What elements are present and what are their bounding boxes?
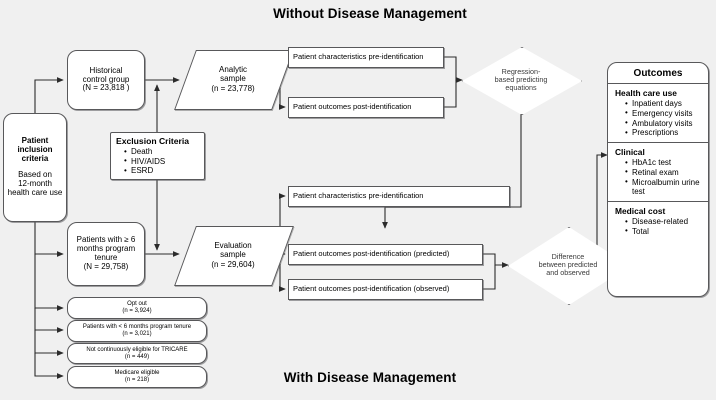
- outcome-item: Inpatient days: [625, 99, 702, 109]
- box-label: Patient outcomes post-identification (ob…: [293, 284, 450, 294]
- inclusion-sub-3: health care use: [7, 187, 63, 197]
- exclusion-item: Death: [124, 147, 200, 157]
- tenure-line-2: months program: [76, 244, 136, 254]
- pill-label: Not continuously eligible for TRICARE: [86, 346, 188, 353]
- box-patient-characteristics-pre-identification-mid[interactable]: Patient characteristics pre-identificati…: [288, 186, 510, 207]
- analytic-line-1: Analytic: [218, 65, 247, 75]
- section-list: Disease-related Total: [615, 217, 702, 237]
- pill-label: Medicare eligible: [114, 370, 160, 377]
- outcomes-section-clinical: Clinical HbA1c test Retinal exam Microal…: [608, 143, 708, 202]
- pill-not-continuously-eligible-tricare[interactable]: Not continuously eligible for TRICARE (n…: [67, 343, 207, 364]
- wire-observed-to-difference: [483, 265, 496, 290]
- inclusion-sub-1: Based on: [18, 170, 52, 179]
- header-without-disease-management: Without Disease Management: [273, 6, 467, 21]
- node-evaluation-sample[interactable]: Evaluation sample (n = 29,604): [174, 226, 294, 286]
- inclusion-line-2: inclusion: [17, 145, 53, 155]
- pill-label: Opt out: [127, 301, 147, 308]
- decision-regression-based-predicting-equations[interactable]: Regression- based predicting equations: [462, 47, 582, 115]
- inclusion-sub-2: 12-month: [18, 178, 52, 188]
- section-title: Clinical: [615, 147, 645, 157]
- node-historical-control-group[interactable]: Historical control group (N = 23,818 ): [67, 50, 145, 110]
- regression-line-3: equations: [505, 83, 537, 93]
- section-title: Medical cost: [615, 206, 666, 216]
- evaluation-line-1: Evaluation: [214, 241, 252, 251]
- node-patient-inclusion-criteria[interactable]: Patient inclusion criteria Based on 12-m…: [3, 113, 67, 222]
- outcome-item: Emergency visits: [625, 108, 702, 119]
- pill-medicare-eligible[interactable]: Medicare eligible (n = 218): [67, 366, 207, 388]
- evaluation-line-3: (n = 29,604): [211, 259, 255, 269]
- node-exclusion-criteria[interactable]: Exclusion Criteria Death HIV/AIDS ESRD: [110, 132, 205, 180]
- section-title: Health care use: [615, 88, 677, 98]
- historical-line-2: control group: [82, 74, 130, 84]
- evaluation-line-2: sample: [220, 250, 246, 260]
- outcomes-section-health-care-use: Health care use Inpatient days Emergency…: [608, 84, 708, 143]
- pill-count: (n = 218): [124, 377, 150, 383]
- exclusion-item: ESRD: [124, 166, 200, 176]
- pill-label: Patients with < 6 months program tenure: [82, 324, 192, 331]
- exclusion-criteria-title: Exclusion Criteria: [116, 136, 190, 146]
- outcome-item: HbA1c test: [625, 158, 702, 168]
- wire-inclusion-to-tricare: [34, 330, 64, 356]
- tenure-line-4: (N = 29,758): [83, 261, 129, 271]
- analytic-line-3: (n = 23,778): [211, 83, 255, 93]
- box-label: Patient characteristics pre-identificati…: [293, 191, 424, 201]
- historical-line-3: (N = 23,818 ): [82, 83, 130, 93]
- box-label: Patient characteristics pre-identificati…: [293, 52, 424, 62]
- node-analytic-sample[interactable]: Analytic sample (n = 23,778): [174, 50, 294, 110]
- wire-outpost-to-regression: [444, 80, 457, 108]
- inclusion-line-3: criteria: [21, 154, 49, 164]
- wire-predicted-to-difference: [483, 253, 509, 268]
- pill-count: (n = 449): [124, 353, 150, 360]
- panel-outcomes[interactable]: Outcomes Health care use Inpatient days …: [607, 62, 709, 297]
- difference-line-3: and observed: [546, 268, 590, 278]
- outcome-item: Microalbumin urine test: [625, 177, 702, 198]
- outcomes-section-medical-cost: Medical cost Disease-related Total: [608, 202, 708, 241]
- exclusion-item: HIV/AIDS: [124, 156, 200, 167]
- box-label: Patient outcomes post-identification (pr…: [293, 249, 450, 259]
- outcome-item: Disease-related: [625, 217, 702, 227]
- regression-line-1: Regression-: [501, 66, 541, 76]
- pill-less-than-6-months-tenure[interactable]: Patients with < 6 months program tenure …: [67, 320, 207, 342]
- outcome-item: Total: [625, 226, 702, 237]
- section-list: Inpatient days Emergency visits Ambulato…: [615, 99, 702, 138]
- pill-count: (n = 3,924): [122, 308, 152, 314]
- box-patient-characteristics-pre-identification-top[interactable]: Patient characteristics pre-identificati…: [288, 47, 444, 68]
- section-list: HbA1c test Retinal exam Microalbumin uri…: [615, 158, 702, 197]
- analytic-line-2: sample: [220, 74, 246, 84]
- regression-line-2: based predicting: [494, 74, 548, 84]
- box-patient-outcomes-post-identification-top[interactable]: Patient outcomes post-identification: [288, 97, 444, 118]
- pill-opt-out[interactable]: Opt out (n = 3,924): [67, 297, 207, 319]
- box-patient-outcomes-post-identification-observed[interactable]: Patient outcomes post-identification (ob…: [288, 279, 483, 300]
- box-label: Patient outcomes post-identification: [293, 102, 412, 112]
- outcome-item: Ambulatory visits: [625, 118, 702, 129]
- wire-inclusion-to-medicare: [34, 353, 64, 379]
- outcome-item: Retinal exam: [625, 167, 702, 178]
- header-with-disease-management: With Disease Management: [283, 370, 457, 385]
- wire-inclusion-to-historical: [34, 77, 64, 113]
- inclusion-line-1: Patient: [21, 136, 49, 146]
- outcome-item: Prescriptions: [625, 128, 702, 138]
- node-patients-6-months-program-tenure[interactable]: Patients with ≥ 6 months program tenure …: [67, 222, 145, 286]
- pill-count: (n = 3,021): [122, 331, 152, 337]
- box-patient-outcomes-post-identification-predicted[interactable]: Patient outcomes post-identification (pr…: [288, 244, 483, 265]
- tenure-line-3: tenure: [94, 253, 118, 262]
- wire-inclusion-to-optout: [34, 254, 64, 311]
- wire-top-to-regression: [444, 56, 463, 83]
- difference-line-2: between predicted: [538, 259, 598, 269]
- outcomes-heading: Outcomes: [608, 63, 708, 84]
- tenure-line-1: Patients with ≥ 6: [76, 235, 136, 245]
- difference-line-1: Difference: [551, 251, 585, 261]
- wire-inclusion-to-tenure: [34, 222, 64, 257]
- historical-line-1: Historical: [89, 65, 123, 75]
- wire-regression-to-predicted: [382, 110, 522, 229]
- exclusion-criteria-list: Death HIV/AIDS ESRD: [116, 147, 200, 176]
- wire-inclusion-to-lt6: [34, 308, 64, 333]
